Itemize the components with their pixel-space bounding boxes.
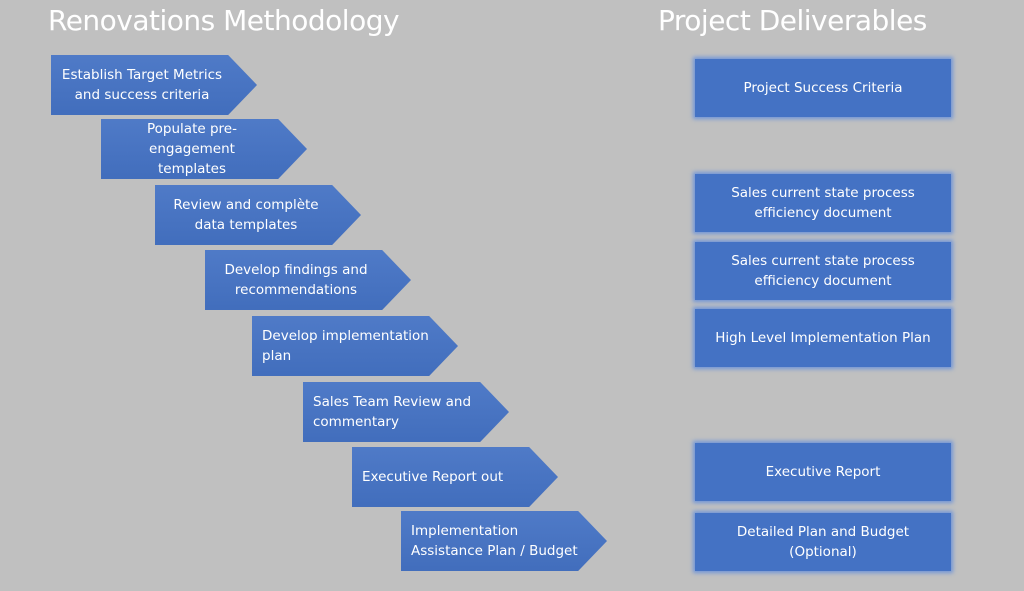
step-label: Sales Team Review and commentary [313,394,472,430]
deliverable-process-efficiency-doc-1: Sales current state process efficiency d… [695,174,951,232]
deliverables-title: Project Deliverables [658,4,927,37]
deliverable-executive-report: Executive Report [695,443,951,501]
chevron-arrow-shape [401,511,607,571]
step-label: Executive Report out [362,469,504,485]
chevron-arrow-shape [155,185,361,245]
deliverable-process-efficiency-doc-2: Sales current state process efficiency d… [695,242,951,300]
deliverable-success-criteria: Project Success Criteria [695,59,951,117]
step-label: Develop findings and recommendations [224,262,368,298]
step-label: Implementation Assistance Plan / Budget [411,523,578,559]
step-label: Develop implementation plan [262,328,429,364]
step-establish-metrics: Establish Target Metrics and success cri… [51,55,257,115]
step-executive-report-out: Executive Report out [352,447,558,507]
chevron-arrow-shape [303,382,509,442]
chevron-arrow-shape [51,55,257,115]
methodology-title: Renovations Methodology [48,4,400,37]
chevron-arrow-shape [205,250,411,310]
deliverable-implementation-plan: High Level Implementation Plan [695,309,951,367]
step-develop-findings: Develop findings and recommendations [205,250,411,310]
step-label: Populate pre-engagement templates [147,121,237,177]
step-review-templates: Review and complète data templates [155,185,361,245]
step-label: Review and complète data templates [173,197,319,233]
step-implementation-assistance: Implementation Assistance Plan / Budget [401,511,607,571]
step-sales-team-review: Sales Team Review and commentary [303,382,509,442]
step-populate-templates: Populate pre-engagement templates [101,119,307,179]
chevron-arrow-shape [101,119,307,179]
step-label: Establish Target Metrics and success cri… [61,67,223,103]
step-develop-plan: Develop implementation plan [252,316,458,376]
chevron-arrow-shape [252,316,458,376]
chevron-arrow-shape [352,447,558,507]
deliverable-plan-and-budget: Detailed Plan and Budget (Optional) [695,513,951,571]
